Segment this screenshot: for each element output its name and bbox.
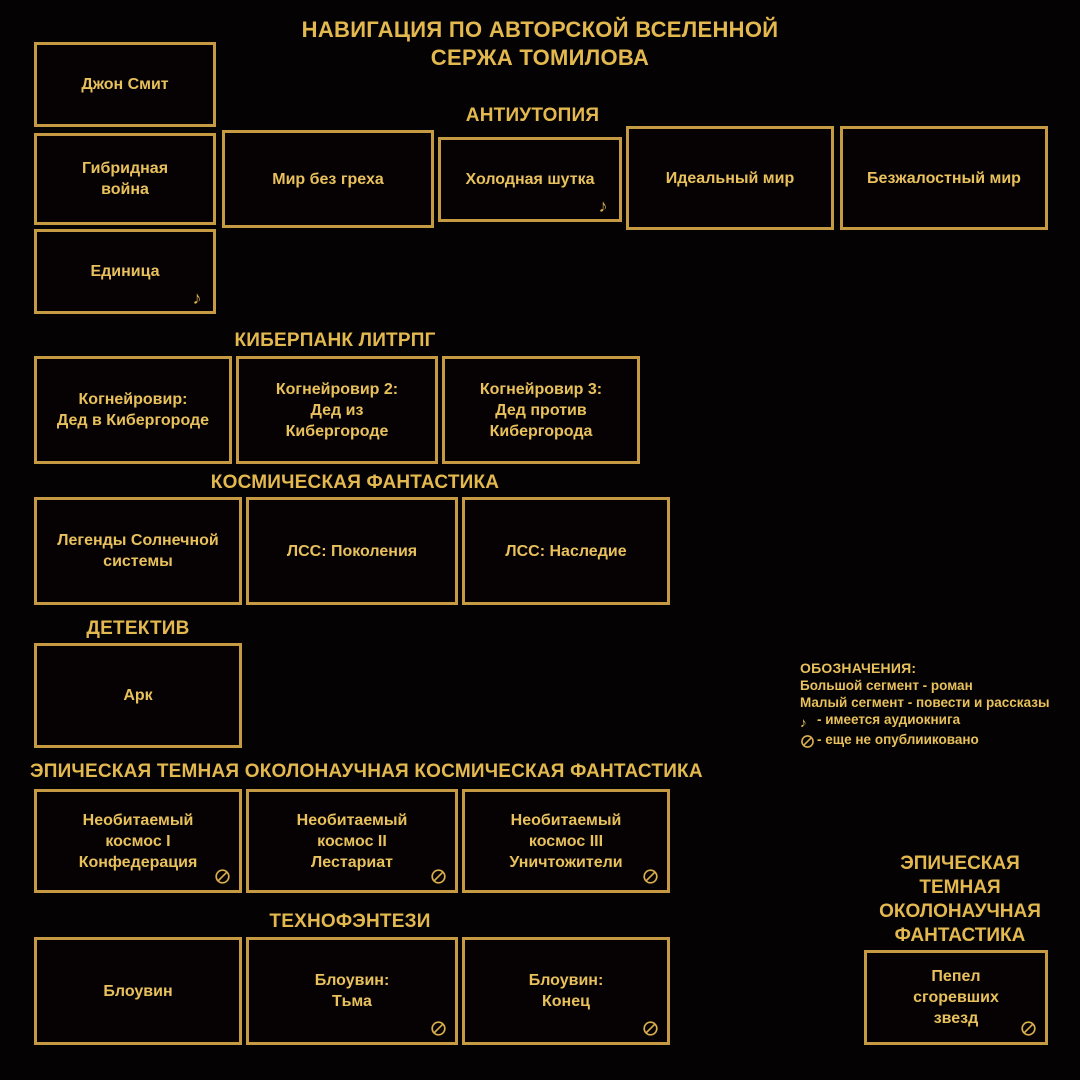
book-cogneurovir-2[interactable]: Когнейровир 2: Дед из Кибергороде — [236, 356, 438, 464]
book-cogneurovir-1[interactable]: Когнейровир: Дед в Кибергороде — [34, 356, 232, 464]
book-label: Единица — [90, 263, 160, 280]
legend-row-unpublished: - еще не опублииковано — [800, 731, 1075, 751]
book-ark[interactable]: Арк — [34, 643, 242, 748]
unpublished-icon — [642, 1020, 660, 1038]
legend: ОБОЗНАЧЕНИЯ: Большой сегмент - роман Мал… — [800, 660, 1075, 751]
book-cogneurovir-3[interactable]: Когнейровир 3: Дед против Кибергорода — [442, 356, 640, 464]
book-label: Гибридная война — [81, 160, 169, 198]
book-label: ЛСС: Наследие — [505, 542, 627, 560]
book-label: Когнейровир: Дед в Кибергороде — [56, 391, 210, 429]
book-john-smith[interactable]: Джон Смит — [34, 42, 216, 127]
book-label: Блоувин: Тьма — [314, 972, 390, 1010]
book-unit[interactable]: Единица ♪ — [34, 229, 216, 314]
book-uninhabited-space-2[interactable]: Необитаемый космос II Лестариат — [246, 789, 458, 893]
legend-title: ОБОЗНАЧЕНИЯ: — [800, 660, 917, 676]
page-title: НАВИГАЦИЯ ПО АВТОРСКОЙ ВСЕЛЕННОЙ СЕРЖА Т… — [0, 16, 1080, 72]
audiobook-icon: ♪ — [192, 288, 202, 308]
book-label: Блоувин — [103, 982, 173, 1000]
section-caption-space: КОСМИЧЕСКАЯ ФАНТАСТИКА — [210, 472, 500, 493]
section-caption-cyberpunk: КИБЕРПАНК ЛИТРПГ — [234, 330, 436, 351]
book-ashes-of-burnt-stars[interactable]: Пепел сгоревших звезд — [864, 950, 1048, 1045]
section-caption-dystopia: АНТИУТОПИЯ — [465, 105, 600, 126]
legend-audiobook-label: - имеется аудиокнига — [817, 712, 961, 727]
audiobook-icon: ♪ — [598, 196, 608, 216]
unpublished-icon — [642, 868, 660, 886]
book-uninhabited-space-1[interactable]: Необитаемый космос I Конфедерация — [34, 789, 242, 893]
epic-right-line-3: ОКОЛОНАУЧНАЯ — [879, 901, 1041, 922]
book-legends-solar-system[interactable]: Легенды Солнечной системы — [34, 497, 242, 605]
book-ideal-world[interactable]: Идеальный мир — [626, 126, 834, 230]
audiobook-icon: ♪ — [800, 715, 807, 730]
book-lss-legacy[interactable]: ЛСС: Наследие — [462, 497, 670, 605]
legend-row-big-segment: Большой сегмент - роман — [800, 678, 973, 693]
book-label: Когнейровир 2: Дед из Кибергороде — [275, 380, 399, 440]
book-blouvin-end[interactable]: Блоувин: Конец — [462, 937, 670, 1045]
legend-unpublished-label: - еще не опублииковано — [817, 732, 979, 747]
epic-right-line-4: ФАНТАСТИКА — [894, 925, 1026, 946]
book-label: Необитаемый космос III Уничтожители — [509, 811, 623, 871]
unpublished-icon — [430, 1020, 448, 1038]
title-line-1: НАВИГАЦИЯ ПО АВТОРСКОЙ ВСЕЛЕННОЙ — [301, 17, 779, 42]
book-label: Необитаемый космос II Лестариат — [296, 811, 408, 871]
epic-right-line-1: ЭПИЧЕСКАЯ — [900, 853, 1020, 874]
book-label: Мир без греха — [272, 170, 384, 188]
book-label: Идеальный мир — [665, 169, 795, 187]
section-caption-technofantasy: ТЕХНОФЭНТЕЗИ — [269, 911, 431, 932]
unpublished-icon — [800, 734, 817, 751]
book-label: Когнейровир 3: Дед против Кибергорода — [479, 380, 603, 440]
book-label: Безжалостный мир — [867, 169, 1021, 187]
section-caption-epic-dark: ЭПИЧЕСКАЯ ТЕМНАЯ ОКОЛОНАУЧНАЯ КОСМИЧЕСКА… — [30, 761, 703, 782]
book-label: Пепел сгоревших звезд — [913, 968, 999, 1027]
unpublished-icon — [1020, 1020, 1038, 1038]
book-blouvin[interactable]: Блоувин — [34, 937, 242, 1045]
book-label: Легенды Солнечной системы — [57, 532, 219, 570]
book-label: Арк — [123, 687, 153, 704]
legend-row-small-segment: Малый сегмент - повести и рассказы — [800, 695, 1050, 710]
book-label: Блоувин: Конец — [528, 972, 604, 1010]
unpublished-icon — [430, 868, 448, 886]
book-blouvin-darkness[interactable]: Блоувин: Тьма — [246, 937, 458, 1045]
book-label: Джон Смит — [81, 76, 169, 93]
book-uninhabited-space-3[interactable]: Необитаемый космос III Уничтожители — [462, 789, 670, 893]
book-label: Необитаемый космос I Конфедерация — [78, 811, 198, 871]
book-lss-generations[interactable]: ЛСС: Поколения — [246, 497, 458, 605]
book-label: Холодная шутка — [465, 171, 595, 188]
book-world-without-sin[interactable]: Мир без греха — [222, 130, 434, 228]
legend-row-audiobook: ♪ - имеется аудиокнига — [800, 711, 1075, 731]
book-label: ЛСС: Поколения — [286, 542, 418, 560]
book-cold-joke[interactable]: Холодная шутка ♪ — [438, 137, 622, 222]
book-hybrid-war[interactable]: Гибридная война — [34, 133, 216, 225]
unpublished-icon — [214, 868, 232, 886]
section-caption-detective: ДЕТЕКТИВ — [86, 618, 190, 639]
title-line-2: СЕРЖА ТОМИЛОВА — [430, 45, 650, 70]
book-merciless-world[interactable]: Безжалостный мир — [840, 126, 1048, 230]
section-caption-epic-right: ЭПИЧЕСКАЯ ТЕМНАЯ ОКОЛОНАУЧНАЯ ФАНТАСТИКА — [855, 852, 1065, 948]
epic-right-line-2: ТЕМНАЯ — [919, 877, 1001, 898]
